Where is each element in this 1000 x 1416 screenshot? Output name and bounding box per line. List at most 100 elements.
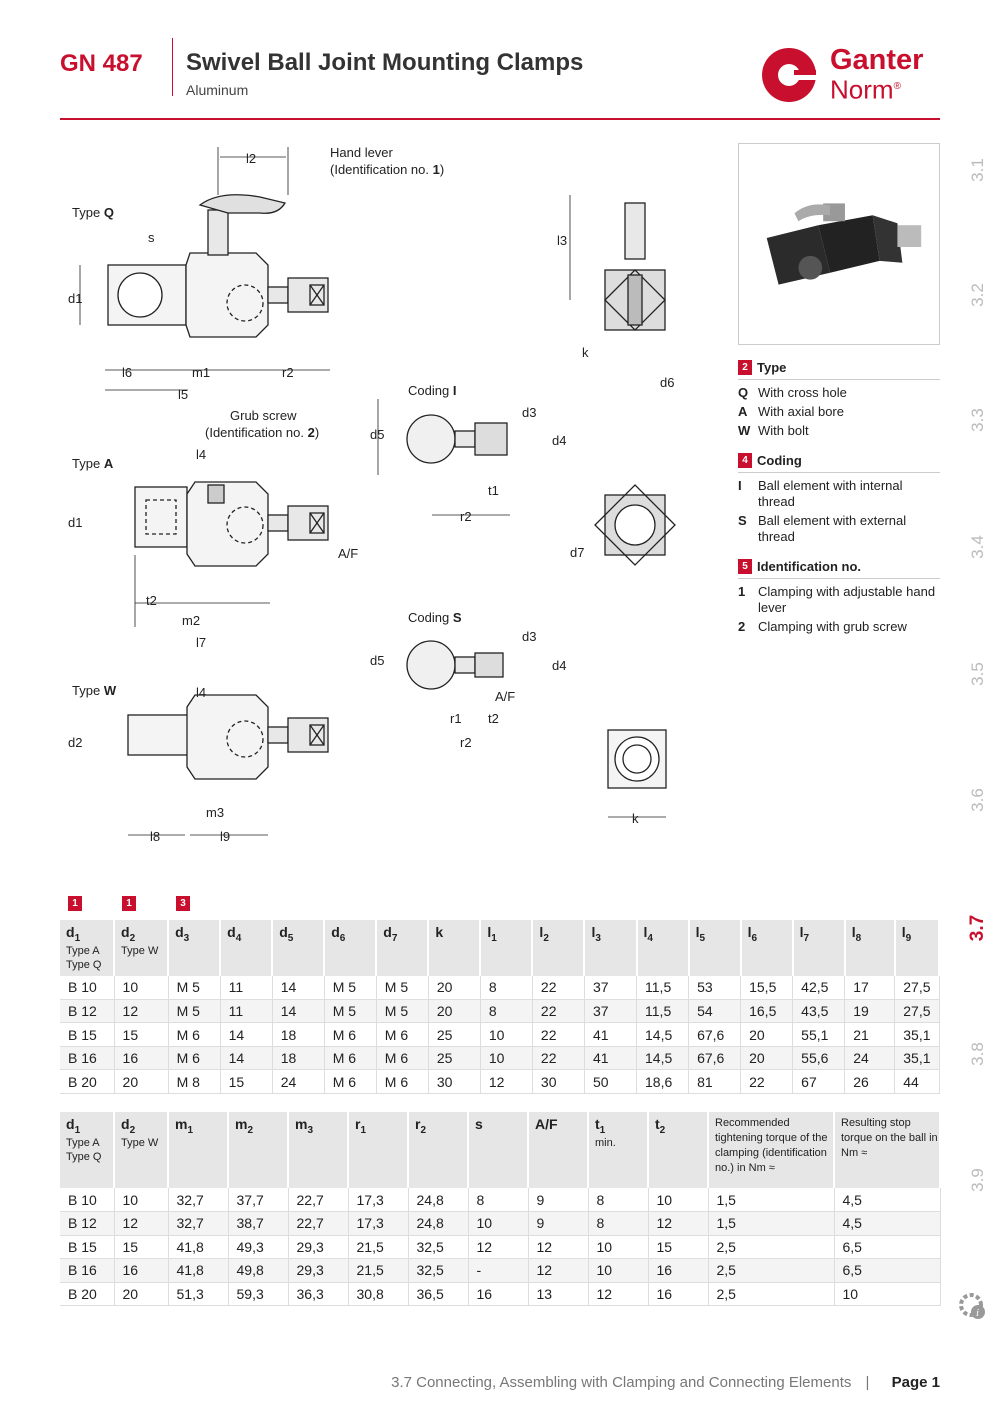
table-cell: 32,7 bbox=[168, 1188, 229, 1212]
table-cell: 13 bbox=[528, 1282, 589, 1306]
table-cell: 32,5 bbox=[408, 1258, 469, 1283]
table-cell: 10 bbox=[480, 1046, 533, 1071]
dim-l1: t2 bbox=[488, 711, 499, 726]
section-index-item[interactable]: 3.3 bbox=[968, 408, 987, 432]
section-index-item[interactable]: 3.4 bbox=[968, 535, 987, 559]
table-cell: 22,7 bbox=[288, 1188, 349, 1212]
table-cell: 27,5 bbox=[894, 975, 940, 1000]
brand-name-line1: Ganter bbox=[830, 44, 924, 76]
table-cell: 59,3 bbox=[228, 1282, 289, 1306]
hand-lever-id-label: (Identification no. 1) bbox=[330, 162, 444, 177]
section-index-item[interactable]: 3.8 bbox=[968, 1042, 987, 1066]
section-index-item[interactable]: 3.5 bbox=[968, 662, 987, 686]
table-cell: 17,3 bbox=[348, 1211, 409, 1236]
table-cell: 26 bbox=[844, 1069, 896, 1094]
column-header: t2 bbox=[648, 1112, 709, 1188]
section-index-item-active[interactable]: 3.7 bbox=[967, 914, 988, 942]
column-header: d6 bbox=[324, 920, 378, 976]
section-index-item[interactable]: 3.9 bbox=[968, 1168, 987, 1192]
dim-t1: t1 bbox=[488, 483, 499, 498]
table-cell: 18 bbox=[272, 1046, 325, 1071]
table-cell: 81 bbox=[688, 1069, 742, 1094]
gear-info-icon[interactable]: i bbox=[956, 1290, 988, 1322]
table-cell: 35,1 bbox=[894, 1022, 940, 1047]
table-cell: 50 bbox=[584, 1069, 638, 1094]
section-index-item[interactable]: 3.2 bbox=[968, 283, 987, 307]
table-cell: 43,5 bbox=[792, 999, 846, 1024]
brand-logo: Ganter Norm® bbox=[760, 42, 940, 105]
dim-d1: d1 bbox=[68, 291, 82, 306]
legend-title: Coding bbox=[757, 453, 802, 468]
column-header: d4 bbox=[220, 920, 274, 976]
table-cell: M 5 bbox=[168, 999, 221, 1024]
dim-d5-coding-s: d5 bbox=[370, 653, 384, 668]
table-cell: 11,5 bbox=[636, 999, 690, 1024]
header-divider bbox=[172, 38, 173, 96]
dim-l2: l2 bbox=[246, 151, 256, 166]
table-cell: M 5 bbox=[168, 975, 221, 1000]
table-cell: B 20 bbox=[60, 1069, 115, 1094]
table-cell: 15 bbox=[114, 1022, 169, 1047]
table-cell: 22 bbox=[532, 1022, 585, 1047]
table-cell: 16 bbox=[114, 1046, 169, 1071]
af-label: A/F bbox=[338, 546, 358, 561]
table-cell: 16,5 bbox=[740, 999, 794, 1024]
dim-l9: l9 bbox=[220, 829, 230, 844]
dim-r2: r2 bbox=[282, 365, 294, 380]
column-header: l7 bbox=[792, 920, 846, 976]
table-cell: M 6 bbox=[168, 1046, 221, 1071]
table-cell: 16 bbox=[114, 1258, 169, 1283]
technical-drawing: Type Q Type A Type W Hand lever (Identif… bbox=[60, 135, 725, 855]
footer-section: 3.7 Connecting, Assembling with Clamping… bbox=[391, 1374, 852, 1391]
table-cell: 4,5 bbox=[834, 1211, 941, 1236]
table-cell: 16 bbox=[648, 1258, 709, 1283]
table-cell: 10 bbox=[648, 1188, 709, 1212]
table-cell: 1,5 bbox=[708, 1188, 835, 1212]
material-subtitle: Aluminum bbox=[186, 82, 249, 98]
table-cell: B 15 bbox=[60, 1235, 115, 1259]
table-cell: 12 bbox=[480, 1069, 533, 1094]
column-header: Recommended tightening torque of the cla… bbox=[708, 1112, 835, 1188]
column-header: m1 bbox=[168, 1112, 229, 1188]
section-index-item[interactable]: 3.1 bbox=[968, 158, 987, 182]
table-cell: 10 bbox=[468, 1211, 529, 1236]
column-header: d7 bbox=[376, 920, 430, 976]
page-number: Page 1 bbox=[891, 1374, 940, 1391]
table-cell: 55,1 bbox=[792, 1022, 846, 1047]
table-cell: 25 bbox=[428, 1022, 481, 1047]
table-cell: 44 bbox=[894, 1069, 940, 1094]
table-cell: 10 bbox=[114, 975, 169, 1000]
table-cell: M 5 bbox=[324, 999, 377, 1024]
table-cell: 32,5 bbox=[408, 1235, 469, 1259]
dim-r2-coding-s: r2 bbox=[460, 735, 472, 750]
table-cell: B 15 bbox=[60, 1022, 115, 1047]
table-cell: 11 bbox=[220, 975, 273, 1000]
dim-m3: m3 bbox=[206, 805, 224, 820]
legend-badge: 5 bbox=[738, 559, 752, 574]
table-cell: 15 bbox=[114, 1235, 169, 1259]
table-cell: 12 bbox=[528, 1235, 589, 1259]
table-cell: 36,5 bbox=[408, 1282, 469, 1306]
svg-text:i: i bbox=[976, 1307, 979, 1319]
table-cell: 21 bbox=[844, 1022, 896, 1047]
brand-name-line2: Norm® bbox=[830, 74, 901, 105]
dim-k-end-view: k bbox=[632, 811, 639, 826]
legend-badge: 4 bbox=[738, 453, 752, 468]
coding-i-label: Coding I bbox=[408, 383, 456, 398]
dim-m1: m1 bbox=[192, 365, 210, 380]
dim-m2: m2 bbox=[182, 613, 200, 628]
section-index-item[interactable]: 3.6 bbox=[968, 788, 987, 812]
table-cell: 16 bbox=[648, 1282, 709, 1306]
table-cell: 15 bbox=[220, 1069, 273, 1094]
